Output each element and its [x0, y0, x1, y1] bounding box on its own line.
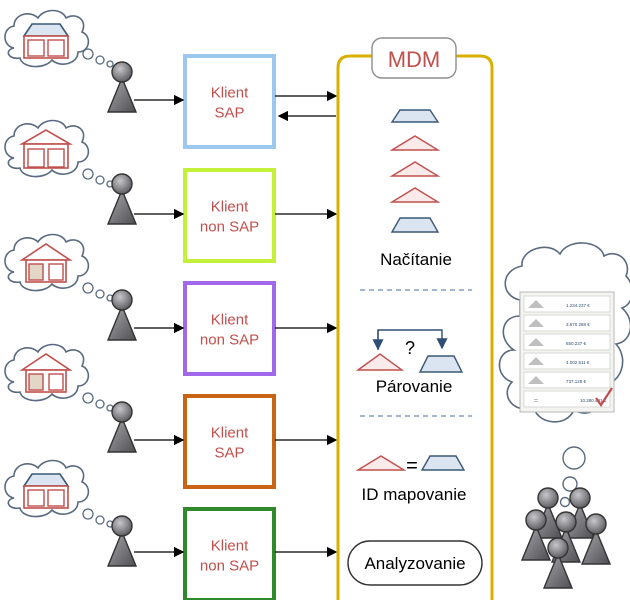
mdm-title: MDM: [388, 47, 441, 72]
thinker-row-1: [4, 9, 137, 113]
report-row-icon: [528, 338, 544, 346]
client-label-line2: non SAP: [200, 558, 259, 575]
mapping-trapezoid-icon: [420, 455, 466, 471]
client-label-line2: non SAP: [200, 219, 259, 236]
client-label-line1: Klient: [211, 312, 249, 329]
report-value: 4.002.511 €: [566, 360, 590, 365]
mdm-title-box: [371, 37, 457, 79]
person-icon: [581, 513, 611, 565]
client-label-line1: Klient: [211, 199, 249, 216]
client-label-line1: Klient: [211, 85, 249, 102]
client-box-frame: [183, 394, 276, 489]
client-label-line1: Klient: [211, 538, 249, 555]
loading-shapes: [389, 109, 441, 233]
report-row-icon: [528, 319, 544, 327]
checkmark-icon: [595, 387, 613, 407]
loading-triangle-icon: [389, 161, 441, 177]
report-row: 737.128 €: [523, 371, 611, 389]
client-label-line1: Klient: [211, 425, 249, 442]
report-row-icon: [528, 376, 544, 384]
loading-triangle-icon: [389, 135, 441, 151]
matching-triangle-icon: [355, 353, 405, 371]
report-value: 737.128 €: [566, 379, 587, 384]
report-row: 1.234.237 €: [523, 295, 611, 313]
thought-bubbles-icon: [82, 508, 114, 528]
client-box-3: Klient non SAP: [183, 281, 276, 376]
report-total-value: 10.280.401 €: [580, 398, 607, 403]
report-rows: 1.234.237 € 3.670.288 € 650.237 € 4.002.511…: [523, 295, 611, 408]
mapping-label: ID mapovanie: [362, 485, 467, 504]
report-cell: [523, 371, 611, 389]
thinker-row-5: [4, 459, 137, 567]
client-box-frame: [183, 54, 276, 149]
report-row: 3.670.288 €: [523, 314, 611, 332]
mapping-equals: =: [406, 455, 418, 477]
mdm-container: MDM Načítanie ? Párovanie = ID mapovani: [336, 37, 494, 600]
thinker-row-2: [4, 119, 137, 225]
thought-bubble-icon: [559, 496, 571, 508]
client-box-5: Klient non SAP: [183, 507, 276, 600]
person-icon: [107, 61, 137, 113]
thought-cloud-icon: [4, 233, 90, 292]
thought-bubble-icon: [562, 446, 586, 470]
person-icon: [107, 515, 137, 567]
thought-cloud-icon: [4, 9, 90, 68]
person-icon: [107, 173, 137, 225]
client-label-line2: SAP: [214, 105, 244, 122]
report-value: 650.237 €: [566, 341, 587, 346]
report-cell: [523, 352, 611, 370]
loading-trapezoid-icon: [390, 109, 440, 123]
report-value: 3.670.288 €: [566, 322, 590, 327]
report-cell: [523, 295, 611, 313]
client-label-line2: SAP: [214, 445, 244, 462]
report-row: 4.002.511 €: [523, 352, 611, 370]
person-icon: [543, 537, 573, 589]
thought-bubble-icon: [562, 476, 578, 492]
matching-label: Párovanie: [376, 377, 453, 396]
client-to-mdm-arrows: [275, 90, 338, 558]
client-box-frame: [183, 168, 276, 263]
thought-bubbles-icon: [82, 168, 114, 188]
analysis-label: Analyzovanie: [364, 554, 465, 573]
client-label-line2: non SAP: [200, 332, 259, 349]
report-cell: [523, 390, 611, 408]
thought-bubbles-icon: [82, 392, 114, 412]
report-cell: [523, 314, 611, 332]
report-total-equals: =: [534, 396, 539, 405]
client-box-frame: [183, 281, 276, 376]
person-icon: [107, 289, 137, 341]
thought-cloud-icon: [4, 459, 90, 518]
matching-question-mark: ?: [405, 338, 415, 358]
mapping-shapes: =: [355, 455, 466, 477]
loading-triangle-icon: [389, 187, 441, 203]
thought-cloud-icon: [4, 119, 90, 178]
report-row-icon: [528, 357, 544, 365]
analysis-pill: [347, 540, 483, 586]
client-box-frame: [183, 507, 276, 600]
thinker-row-4: [4, 343, 137, 453]
thought-bubbles-icon: [82, 48, 114, 68]
person-to-client-arrows: [134, 94, 185, 558]
thinker-row-3: [4, 233, 137, 341]
report-cell: [523, 333, 611, 351]
report-row: 650.237 €: [523, 333, 611, 351]
report-thought-cloud: 1.234.237 € 3.670.288 € 650.237 € 4.002.511…: [498, 242, 630, 508]
thought-bubbles-icon: [82, 282, 114, 302]
loading-trapezoid-icon: [390, 217, 440, 233]
client-box-2: Klient non SAP: [183, 168, 276, 263]
loading-label: Načítanie: [380, 250, 452, 269]
person-icon: [107, 401, 137, 453]
report-value: 1.234.237 €: [566, 303, 590, 308]
thought-cloud-icon: [4, 343, 90, 402]
report-total-row: = 10.280.401 €: [523, 390, 611, 408]
mapping-triangle-icon: [355, 455, 407, 471]
report-row-icon: [528, 300, 544, 308]
matching-trapezoid-icon: [418, 355, 464, 373]
matching-shapes: ?: [355, 329, 464, 373]
